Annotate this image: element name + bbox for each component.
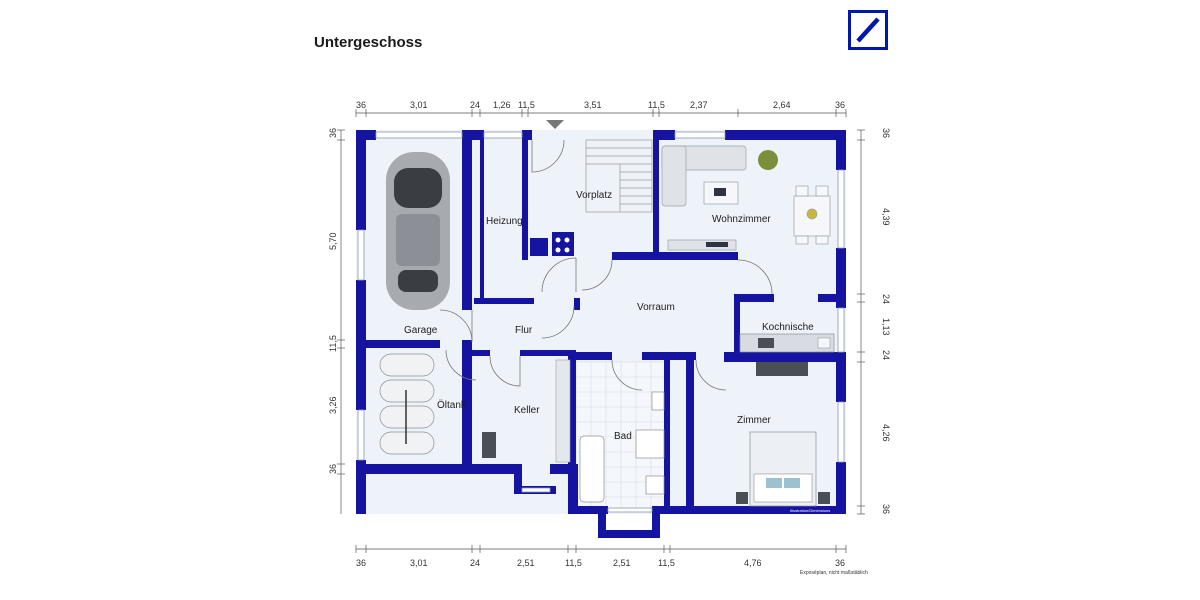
tv-sideboard [667, 239, 737, 251]
dim-top-3: 1,26 [493, 100, 511, 110]
room-label-oeltank: Öltank [437, 399, 467, 411]
room-label-heizung: Heizung [486, 216, 523, 227]
dim-bottom-0: 36 [356, 558, 366, 568]
dim-left-2: 11,5 [328, 335, 338, 352]
plan-note: Exposéplan, nicht maßstäblich [800, 570, 868, 576]
dim-top-6: 11,5 [648, 100, 665, 110]
dimension-lines [337, 109, 865, 553]
dim-bottom-6: 11,5 [658, 558, 675, 568]
dim-top-8: 2,64 [773, 100, 791, 110]
dim-bottom-2: 24 [470, 558, 480, 568]
dining-table [793, 185, 831, 245]
room-label-zimmer: Zimmer [737, 415, 772, 426]
dim-bottom-8: 36 [835, 558, 845, 568]
windows [357, 131, 845, 513]
staircase [585, 139, 653, 213]
bath-fixtures [579, 391, 665, 503]
room-label-flur: Flur [515, 325, 533, 336]
dim-right-6: 36 [881, 504, 891, 514]
dim-top-7: 2,37 [690, 100, 708, 110]
page-title: Untergeschoss [314, 34, 423, 51]
room-label-vorplatz: Vorplatz [576, 190, 612, 201]
dim-bottom-3: 2,51 [517, 558, 535, 568]
dim-top-0: 36 [356, 100, 366, 110]
car-icon [386, 152, 450, 310]
walls [356, 130, 846, 538]
entrance-arrow-icon [546, 120, 564, 129]
tv-icon [706, 242, 728, 247]
dim-top-1: 3,01 [410, 100, 428, 110]
shelf [555, 359, 571, 463]
heating-unit-icon [530, 232, 574, 256]
dim-right-5: 4,26 [881, 424, 891, 442]
radiator-icon [482, 432, 496, 458]
room-label-wohnzimmer: Wohnzimmer [712, 214, 771, 225]
room-label-garage: Garage [404, 325, 438, 336]
door-swings [439, 139, 773, 391]
oil-tanks-icon [379, 353, 435, 455]
watermark-text: Illustration/Dimensions [790, 508, 830, 513]
dim-bottom-5: 2,51 [613, 558, 631, 568]
dim-left-3: 3,26 [328, 396, 338, 414]
dim-right-3: 1,13 [881, 318, 891, 336]
dim-right-0: 36 [881, 128, 891, 138]
laptop-icon [714, 188, 726, 196]
dim-right-1: 4,39 [881, 208, 891, 226]
room-label-kochnische: Kochnische [762, 322, 814, 333]
bed-icon [736, 431, 830, 507]
dim-top-2: 24 [470, 100, 480, 110]
room-label-bad: Bad [614, 431, 632, 442]
dim-bottom-7: 4,76 [744, 558, 762, 568]
dim-top-9: 36 [835, 100, 845, 110]
kitchenette-counter [739, 333, 835, 376]
room-label-keller: Keller [514, 405, 540, 416]
dim-left-1: 5,70 [328, 232, 338, 250]
dim-left-0: 36 [328, 128, 338, 138]
dim-top-5: 3,51 [584, 100, 602, 110]
dim-bottom-1: 3,01 [410, 558, 428, 568]
dim-bottom-4: 11,5 [565, 558, 582, 568]
dim-right-4: 24 [881, 350, 891, 360]
dim-left-4: 36 [328, 464, 338, 474]
plant-icon [758, 150, 778, 170]
room-label-vorraum: Vorraum [637, 302, 675, 313]
dim-top-4: 11,5 [518, 100, 535, 110]
deutsche-bank-logo-icon [848, 10, 888, 50]
dim-right-2: 24 [881, 294, 891, 304]
sofa-icon [661, 145, 747, 207]
